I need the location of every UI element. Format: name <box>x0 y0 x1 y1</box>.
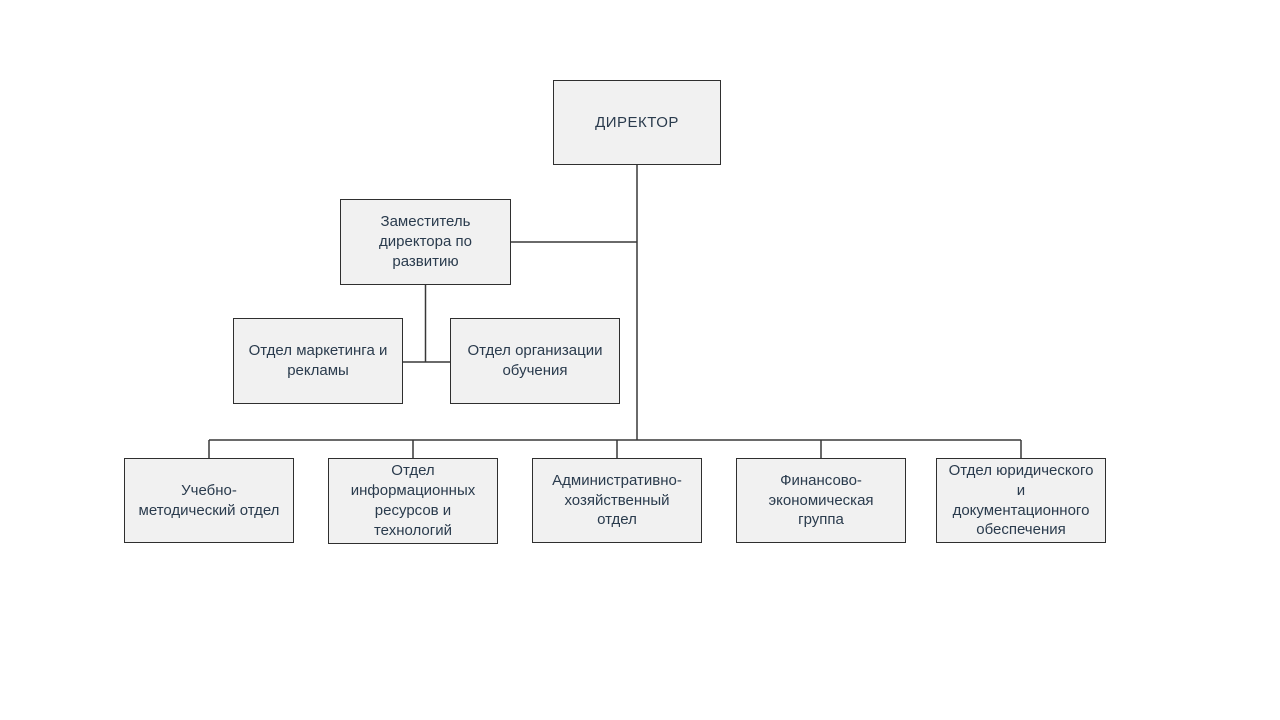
org-node-label: Финансово- экономическая группа <box>768 471 874 529</box>
org-node-admin-household: Административно- хозяйственный отдел <box>532 458 702 543</box>
org-node-label: Отдел информационных ресурсов и технолог… <box>350 462 476 539</box>
org-node-finance-economic: Финансово- экономическая группа <box>736 458 906 543</box>
org-node-label: ДИРЕКТОР <box>595 113 679 131</box>
org-node-label: Заместитель директора по развитию <box>379 213 472 270</box>
org-node-label: Учебно- методический отдел <box>138 481 280 519</box>
org-node-methodical: Учебно- методический отдел <box>124 458 294 543</box>
org-node-label: Отдел организации обучения <box>467 342 603 379</box>
org-node-label: Отдел юридического и документационного о… <box>948 461 1094 539</box>
org-node-label: Отдел маркетинга и рекламы <box>248 342 388 379</box>
org-node-marketing-advertising: Отдел маркетинга и рекламы <box>233 318 403 404</box>
org-node-director: ДИРЕКТОР <box>553 80 721 165</box>
org-node-deputy-development: Заместитель директора по развитию <box>340 199 511 285</box>
org-node-label: Административно- хозяйственный отдел <box>552 471 682 529</box>
org-node-legal-documentation: Отдел юридического и документационного о… <box>936 458 1106 543</box>
org-node-info-resources: Отдел информационных ресурсов и технолог… <box>328 458 498 544</box>
org-node-training-organization: Отдел организации обучения <box>450 318 620 404</box>
